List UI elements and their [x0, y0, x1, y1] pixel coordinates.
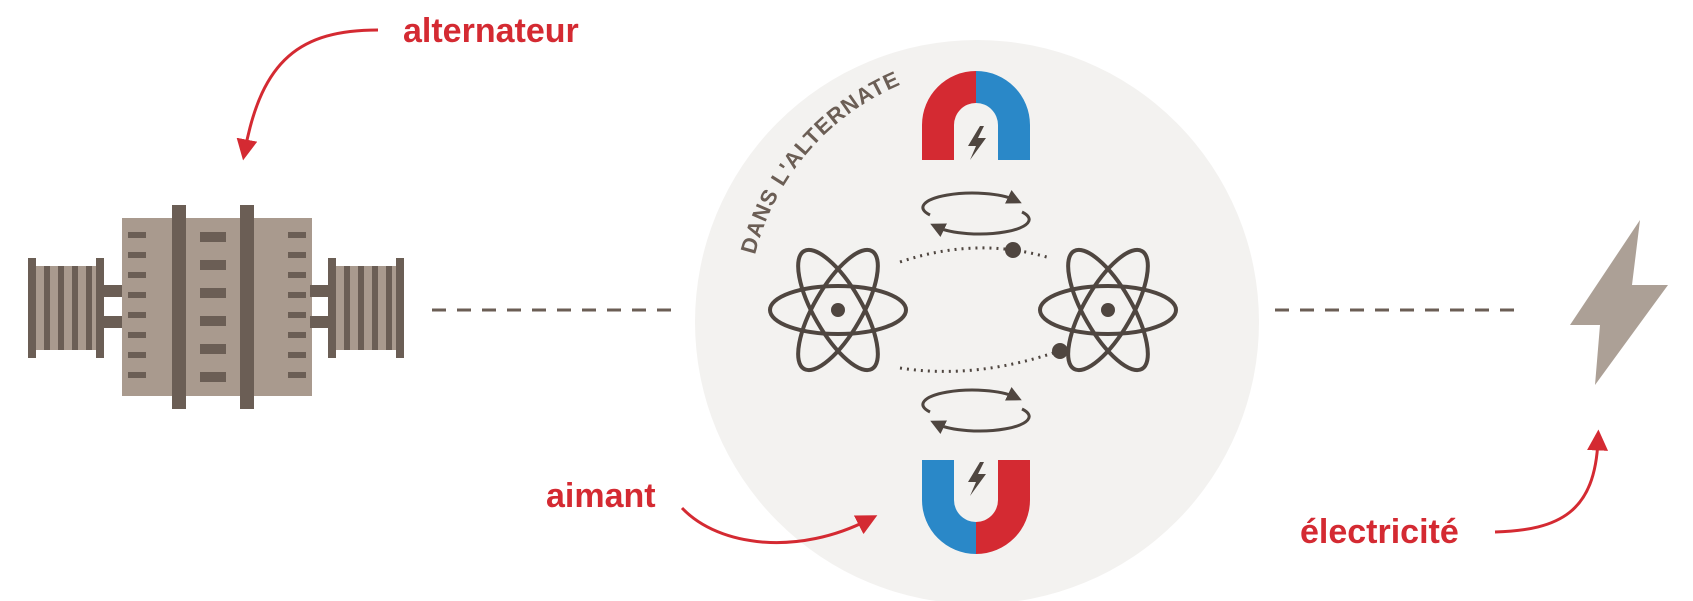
electron-paths — [899, 246, 1063, 373]
label-alternator: alternateur — [403, 12, 579, 50]
atom-icon-left — [768, 247, 908, 373]
electron-top — [1005, 242, 1021, 258]
alternator-icon — [28, 205, 404, 409]
label-electricity: électricité — [1300, 513, 1459, 551]
electron-bottom — [1052, 343, 1068, 359]
inside-alternator-circle — [695, 40, 1259, 601]
arrow-alternator — [236, 28, 379, 161]
atom-icon-right — [1038, 247, 1178, 373]
arrow-electricity — [1494, 429, 1609, 534]
label-magnet: aimant — [546, 477, 656, 515]
lightning-icon — [1570, 220, 1668, 385]
rotation-arrows-icon-bottom — [921, 386, 1031, 435]
rotation-arrows-icon-top — [921, 189, 1031, 238]
arrow-magnet — [680, 506, 878, 544]
magnet-icon-top — [922, 71, 1030, 160]
magnet-icon-bottom — [922, 460, 1030, 554]
